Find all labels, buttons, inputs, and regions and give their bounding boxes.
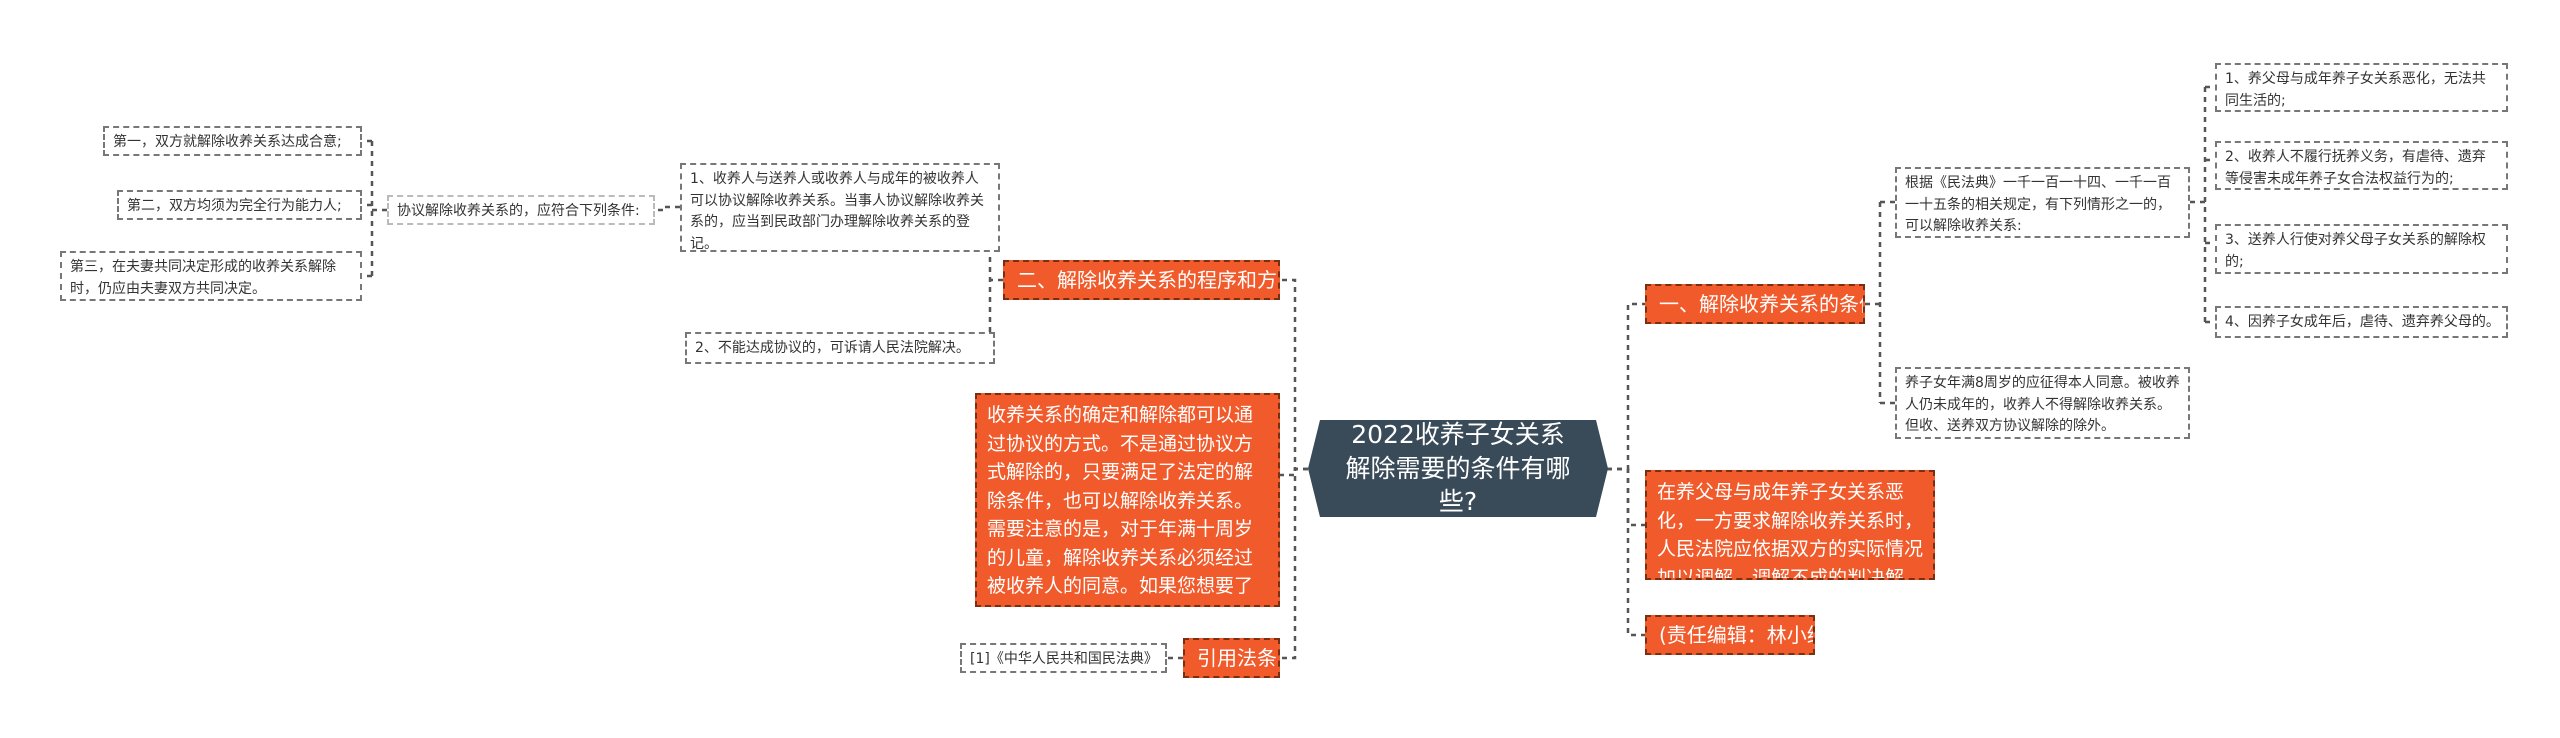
link-center-rightnote xyxy=(1607,467,1645,527)
editor-credit-text: (责任编辑：林小纯) xyxy=(1659,622,1813,647)
central-topic-text: 2022收养子女关系解除需要的条件有哪些? xyxy=(1345,420,1571,517)
condition-item-3[interactable]: 3、送养人行使对养父母子女关系的解除权的; xyxy=(2215,224,2508,274)
agreement-explanation-note-text: 收养关系的确定和解除都可以通过协议的方式。不是通过协议方式解除的，只要满足了法定… xyxy=(987,404,1254,605)
agreement-conditions-label-text: 协议解除收养关系的，应符合下列条件: xyxy=(397,203,640,219)
central-topic[interactable]: 2022收养子女关系解除需要的条件有哪些? xyxy=(1308,420,1608,517)
agreement-conditions-label[interactable]: 协议解除收养关系的，应符合下列条件: xyxy=(387,195,655,225)
branch-conditions-label: 一、解除收养关系的条件 xyxy=(1659,291,1865,316)
branch-conditions[interactable]: 一、解除收养关系的条件 xyxy=(1645,284,1865,324)
link-item1-conditions xyxy=(655,205,680,212)
condition-item-4[interactable]: 4、因养子女成年后，虐待、遗弃养父母的。 xyxy=(2215,306,2508,338)
conditions-intro-text: 根据《民法典》一千一百一十四、一千一百一十五条的相关规定，有下列情形之一的，可以… xyxy=(1905,175,2171,235)
link-branch1-children xyxy=(1865,200,1895,405)
agreement-condition-2-text: 第二，双方均须为完全行为能力人; xyxy=(127,198,342,214)
branch-cited-law[interactable]: 引用法条 xyxy=(1183,638,1280,678)
agreement-condition-2[interactable]: 第二，双方均须为完全行为能力人; xyxy=(117,190,362,220)
procedure-item-1-text: 1、收养人与送养人或收养人与成年的被收养人可以协议解除收养关系。当事人协议解除收… xyxy=(690,171,984,252)
link-center-branch1 xyxy=(1607,302,1645,471)
minor-consent-note-text: 养子女年满8周岁的应征得本人同意。被收养人仍未成年的，收养人不得解除收养关系。但… xyxy=(1905,375,2180,435)
conditions-intro[interactable]: 根据《民法典》一千一百一十四、一千一百一十五条的相关规定，有下列情形之一的，可以… xyxy=(1895,167,2190,238)
agreement-condition-3[interactable]: 第三，在夫妻共同决定形成的收养关系解除时，仍应由夫妻双方共同决定。 xyxy=(60,251,362,301)
procedure-item-2[interactable]: 2、不能达成协议的，可诉请人民法院解决。 xyxy=(685,332,995,364)
procedure-item-2-text: 2、不能达成协议的，可诉请人民法院解决。 xyxy=(695,340,970,356)
condition-item-1[interactable]: 1、养父母与成年养子女关系恶化，无法共同生活的; xyxy=(2215,63,2508,112)
link-center-editor xyxy=(1607,467,1645,637)
link-branch2-children xyxy=(988,205,1003,350)
agreement-condition-1[interactable]: 第一，双方就解除收养关系达成合意; xyxy=(103,126,362,156)
link-center-law xyxy=(1280,467,1308,660)
link-conditions-list xyxy=(362,139,387,278)
minor-consent-note[interactable]: 养子女年满8周岁的应征得本人同意。被收养人仍未成年的，收养人不得解除收养关系。但… xyxy=(1895,367,2190,439)
branch-procedure-label: 二、解除收养关系的程序和方式 xyxy=(1017,267,1280,292)
condition-item-1-text: 1、养父母与成年养子女关系恶化，无法共同生活的; xyxy=(2225,71,2486,109)
court-mediation-note[interactable]: 在养父母与成年养子女关系恶化，一方要求解除收养关系时，人民法院应依据双方的实际情… xyxy=(1645,470,1935,580)
condition-item-4-text: 4、因养子女成年后，虐待、遗弃养父母的。 xyxy=(2225,314,2500,330)
court-mediation-note-text: 在养父母与成年养子女关系恶化，一方要求解除收养关系时，人民法院应依据双方的实际情… xyxy=(1657,481,1924,580)
branch-cited-law-label: 引用法条 xyxy=(1197,645,1277,670)
link-intro-items xyxy=(2190,85,2215,324)
agreement-explanation-note[interactable]: 收养关系的确定和解除都可以通过协议的方式。不是通过协议方式解除的，只要满足了法定… xyxy=(975,393,1280,607)
condition-item-2[interactable]: 2、收养人不履行抚养义务，有虐待、遗弃等侵害未成年养子女合法权益行为的; xyxy=(2215,141,2508,190)
law-reference-text: [1]《中华人民共和国民法典》 xyxy=(970,651,1158,667)
law-reference[interactable]: [1]《中华人民共和国民法典》 xyxy=(960,643,1167,673)
agreement-condition-3-text: 第三，在夫妻共同决定形成的收养关系解除时，仍应由夫妻双方共同决定。 xyxy=(70,259,336,297)
condition-item-3-text: 3、送养人行使对养父母子女关系的解除权的; xyxy=(2225,232,2486,270)
procedure-item-1[interactable]: 1、收养人与送养人或收养人与成年的被收养人可以协议解除收养关系。当事人协议解除收… xyxy=(680,163,1000,252)
editor-credit[interactable]: (责任编辑：林小纯) xyxy=(1645,615,1815,655)
link-center-branch2 xyxy=(1280,278,1308,471)
agreement-condition-1-text: 第一，双方就解除收养关系达成合意; xyxy=(113,134,342,150)
branch-procedure[interactable]: 二、解除收养关系的程序和方式 xyxy=(1003,260,1280,300)
condition-item-2-text: 2、收养人不履行抚养义务，有虐待、遗弃等侵害未成年养子女合法权益行为的; xyxy=(2225,149,2486,187)
